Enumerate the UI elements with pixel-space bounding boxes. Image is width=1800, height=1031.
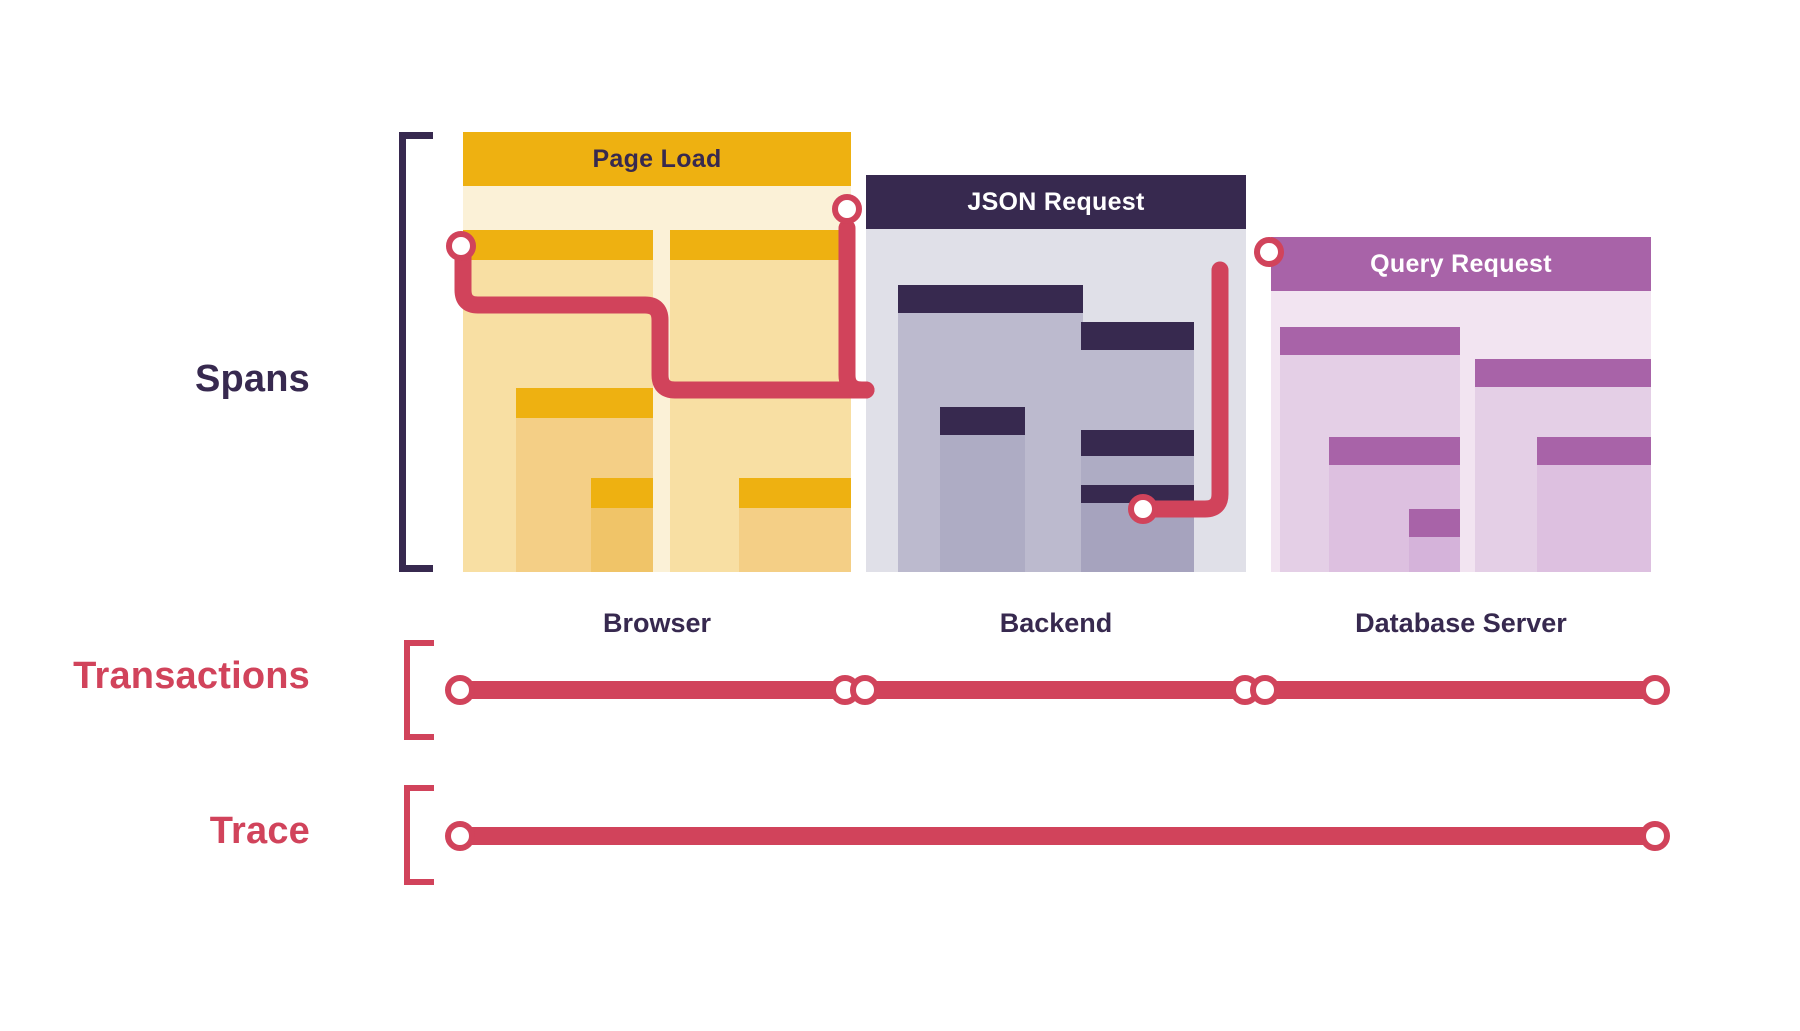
transaction-dot-3[interactable] bbox=[850, 675, 880, 705]
span-bar-head bbox=[1081, 322, 1194, 350]
span-bar-browser-2-2[interactable] bbox=[739, 478, 851, 572]
transaction-dot-6[interactable] bbox=[1640, 675, 1670, 705]
span-column-database-1[interactable] bbox=[1280, 327, 1472, 572]
group-header-browser: Page Load bbox=[463, 132, 851, 186]
connector-browser-to-backend bbox=[454, 239, 875, 399]
span-bar-body bbox=[1537, 465, 1651, 572]
span-bar-database-2-2[interactable] bbox=[1537, 437, 1651, 572]
span-bar-head bbox=[1537, 437, 1651, 465]
span-column-backend-1[interactable] bbox=[898, 285, 1083, 572]
connector-dot-backend-start[interactable] bbox=[832, 194, 862, 224]
transaction-segment-backend[interactable] bbox=[865, 681, 1245, 699]
row-label-trace: Trace bbox=[209, 810, 310, 852]
spans-bracket bbox=[399, 132, 433, 572]
connector-dot-database-start[interactable] bbox=[1254, 237, 1284, 267]
connector-dot-browser-start[interactable] bbox=[446, 231, 476, 261]
transaction-dot-1[interactable] bbox=[445, 675, 475, 705]
span-bar-head bbox=[591, 478, 653, 508]
span-bar-head bbox=[739, 478, 851, 508]
span-bar-body bbox=[940, 435, 1025, 572]
span-bar-head bbox=[1409, 509, 1460, 537]
span-bar-body bbox=[1409, 537, 1460, 572]
span-bar-head bbox=[516, 388, 653, 418]
group-header-database: Query Request bbox=[1271, 237, 1651, 291]
span-bar-head bbox=[940, 407, 1025, 435]
connector-backend-riser bbox=[838, 219, 875, 399]
span-bar-database-1-3[interactable] bbox=[1409, 509, 1460, 572]
connector-dot-backend-inner[interactable] bbox=[1128, 494, 1158, 524]
row-label-transactions: Transactions bbox=[73, 655, 310, 697]
group-header-backend: JSON Request bbox=[866, 175, 1246, 229]
span-bar-body bbox=[739, 508, 851, 572]
span-bar-head bbox=[1280, 327, 1460, 355]
span-bar-head bbox=[898, 285, 1083, 313]
span-column-browser-2[interactable] bbox=[670, 230, 851, 572]
trace-segment-full[interactable] bbox=[460, 827, 1655, 845]
span-bar-head bbox=[1081, 430, 1194, 456]
span-bar-body bbox=[591, 508, 653, 572]
span-bar-browser-1-3[interactable] bbox=[591, 478, 653, 572]
row-label-spans: Spans bbox=[194, 358, 310, 400]
transaction-segment-database[interactable] bbox=[1265, 681, 1655, 699]
span-group-database: Query Request bbox=[1271, 237, 1651, 572]
span-bar-head bbox=[1475, 359, 1651, 387]
span-bar-head bbox=[670, 230, 851, 260]
span-bar-head bbox=[1329, 437, 1460, 465]
span-bar-head bbox=[463, 230, 653, 260]
transaction-dot-5[interactable] bbox=[1250, 675, 1280, 705]
transactions-bracket bbox=[404, 640, 434, 740]
service-label-backend: Backend bbox=[999, 608, 1113, 638]
transaction-segment-browser[interactable] bbox=[460, 681, 845, 699]
span-column-database-2[interactable] bbox=[1475, 319, 1651, 572]
trace-dot-start[interactable] bbox=[445, 821, 475, 851]
span-bar-backend-1-2[interactable] bbox=[940, 407, 1025, 572]
service-label-database: Database Server bbox=[1355, 608, 1567, 638]
connector-backend-to-database bbox=[1131, 261, 1229, 518]
service-label-browser: Browser bbox=[602, 608, 712, 638]
trace-bracket bbox=[404, 785, 434, 885]
trace-dot-end[interactable] bbox=[1640, 821, 1670, 851]
